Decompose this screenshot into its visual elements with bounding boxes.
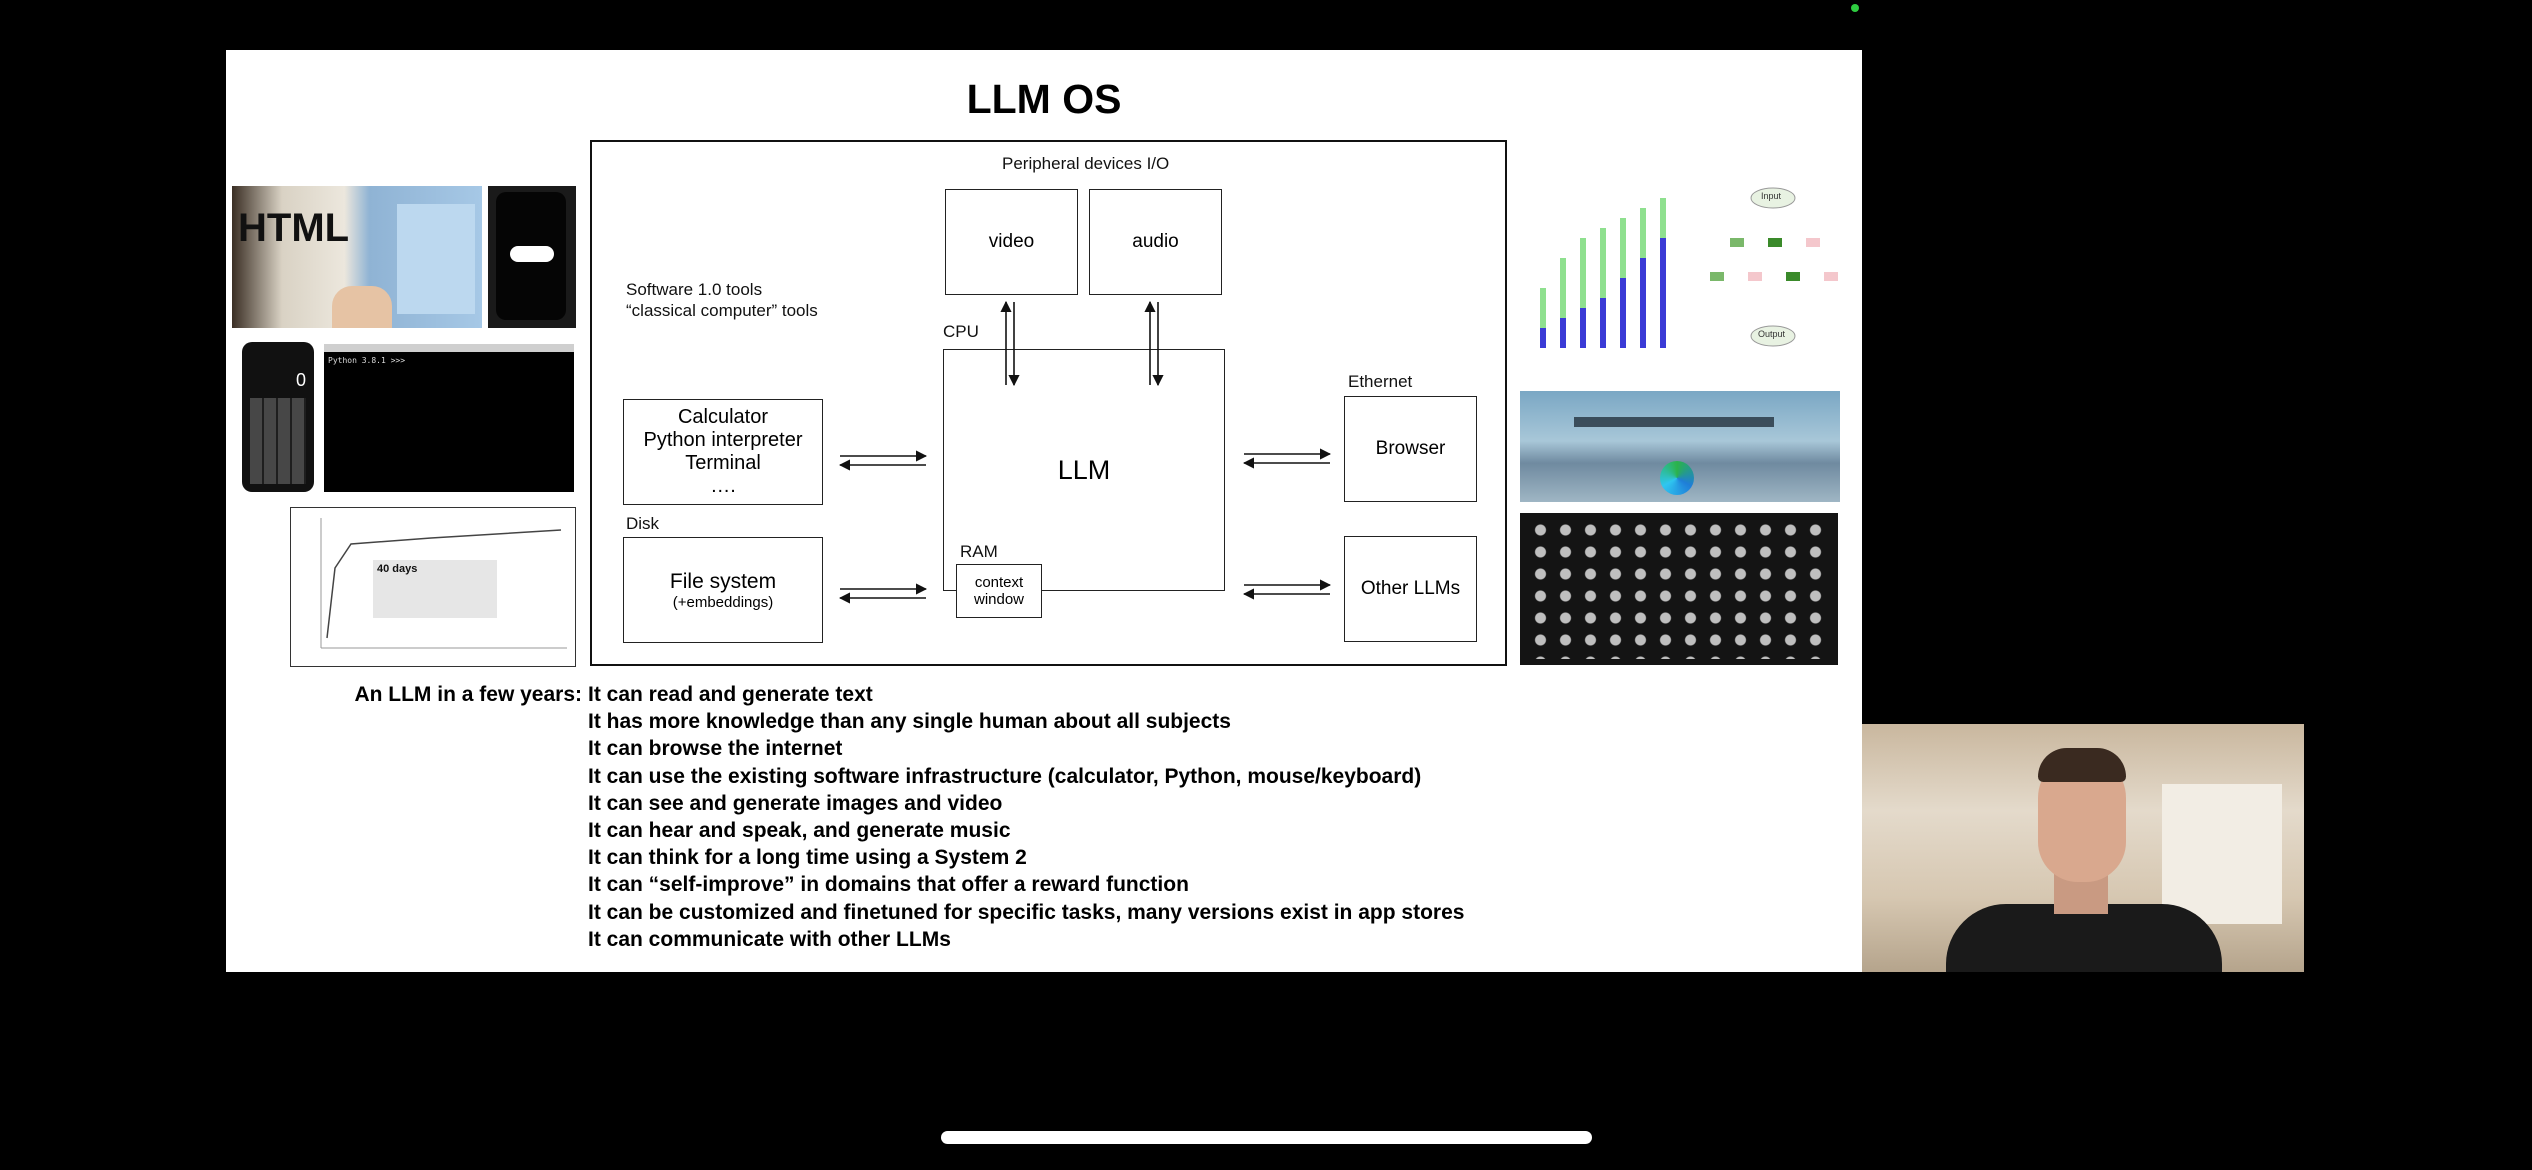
context-window-box: context window: [956, 564, 1042, 618]
terminal-titlebar: [324, 344, 574, 352]
audio-label: audio: [1132, 231, 1179, 252]
list-item: It can read and generate text: [588, 683, 873, 706]
video-box: video: [945, 189, 1078, 295]
alphazero-card: 40 days: [373, 560, 497, 618]
tool-python: Python interpreter: [643, 429, 803, 451]
gpt-store-thumbnail: [1520, 513, 1838, 665]
classical-tools-label: “classical computer” tools: [626, 301, 818, 320]
list-item: It can see and generate images and video: [588, 791, 1003, 815]
voice-dots: [510, 246, 554, 262]
capabilities-list: It can read and generate text It has mor…: [588, 681, 1464, 953]
list-item: It can hear and speak, and generate musi…: [588, 819, 1011, 843]
list-item: It can communicate with other LLMs: [588, 927, 951, 951]
peripheral-devices-label: Peripheral devices I/O: [1002, 154, 1170, 173]
tool-terminal: Terminal: [685, 452, 761, 474]
browser-wallpaper-thumbnail: [1520, 391, 1840, 502]
hand-shape: [332, 286, 392, 328]
gpt4-exam-chart-thumbnail: Input Output: [1520, 168, 1850, 392]
speaker-video[interactable]: [1862, 724, 2304, 972]
list-item: It can use the existing software infrast…: [588, 764, 1422, 788]
terminal-window: Python 3.8.1 >>>: [324, 344, 574, 492]
audio-box: audio: [1089, 189, 1222, 295]
other-llms-box: Other LLMs: [1344, 536, 1477, 642]
home-indicator[interactable]: [941, 1131, 1592, 1144]
llm-label: LLM: [1057, 454, 1111, 485]
list-item: It can browse the internet: [588, 737, 843, 761]
video-label: video: [988, 231, 1035, 252]
context-window-line1: context: [974, 574, 1024, 591]
alphazero-card-title: 40 days: [377, 563, 418, 575]
slide-title: LLM OS: [966, 76, 1122, 122]
alphazero-curve: [320, 518, 567, 649]
llm-os-diagram: Peripheral devices I/O video audio Softw…: [590, 140, 1507, 666]
browser-label: Browser: [1375, 438, 1446, 459]
software-tools-label: Software 1.0 tools: [626, 280, 763, 299]
list-item: It can think for a long time using a Sys…: [588, 846, 1027, 870]
chart-thumb-input: Input: [1761, 191, 1782, 201]
file-system-label: File system: [669, 569, 777, 593]
calculator-phone-photo: 0: [242, 342, 314, 492]
bullets-label: An LLM in a few years:: [354, 683, 582, 706]
tools-box: Calculator Python interpreter Terminal ……: [623, 399, 823, 505]
browser-box: Browser: [1344, 396, 1477, 502]
calculator-keys: [250, 398, 306, 484]
embeddings-label: (+embeddings): [672, 593, 774, 611]
output-node: [1750, 325, 1796, 347]
file-system-box: File system (+embeddings): [623, 537, 823, 643]
background-window: [2162, 784, 2282, 924]
chart-thumb-output: Output: [1758, 329, 1786, 339]
app-icon-grid: [1520, 513, 1838, 665]
edge-logo-icon: [1660, 461, 1694, 495]
ethernet-label: Ethernet: [1348, 372, 1413, 391]
context-window-line2: window: [973, 591, 1025, 608]
calculator-display: 0: [295, 370, 306, 390]
html-sketch-photo: HTML: [232, 186, 482, 328]
tool-calculator: Calculator: [677, 406, 769, 428]
list-item: It can be customized and finetuned for s…: [588, 900, 1465, 924]
list-item: It can “self-improve” in domains that of…: [588, 873, 1189, 897]
ram-label: RAM: [960, 542, 998, 561]
mock-website: [397, 204, 475, 314]
alphazero-chart-thumbnail: 40 days: [290, 507, 576, 667]
voice-phone-photo: [488, 186, 576, 328]
other-llms-label: Other LLMs: [1360, 578, 1461, 599]
presentation-slide: LLM OS HTML 0 Python 3.8.1 >>> 40 days P…: [226, 50, 1862, 972]
html-sketch-text: HTML: [238, 206, 350, 250]
list-item: It has more knowledge than any single hu…: [588, 710, 1231, 734]
exam-bars: [1540, 187, 1838, 348]
browser-search-bar: [1574, 417, 1774, 427]
disk-label: Disk: [626, 514, 660, 533]
diagram-arrows: [838, 300, 1332, 604]
terminal-text: Python 3.8.1 >>>: [328, 356, 406, 365]
speaker-body: [1946, 904, 2222, 972]
speaker-hair: [2038, 748, 2126, 782]
cpu-label: CPU: [943, 322, 979, 341]
tool-more: ….: [710, 475, 736, 497]
llm-box: LLM: [943, 349, 1225, 591]
recording-dot-icon: [1851, 4, 1859, 12]
input-node: [1750, 187, 1796, 209]
